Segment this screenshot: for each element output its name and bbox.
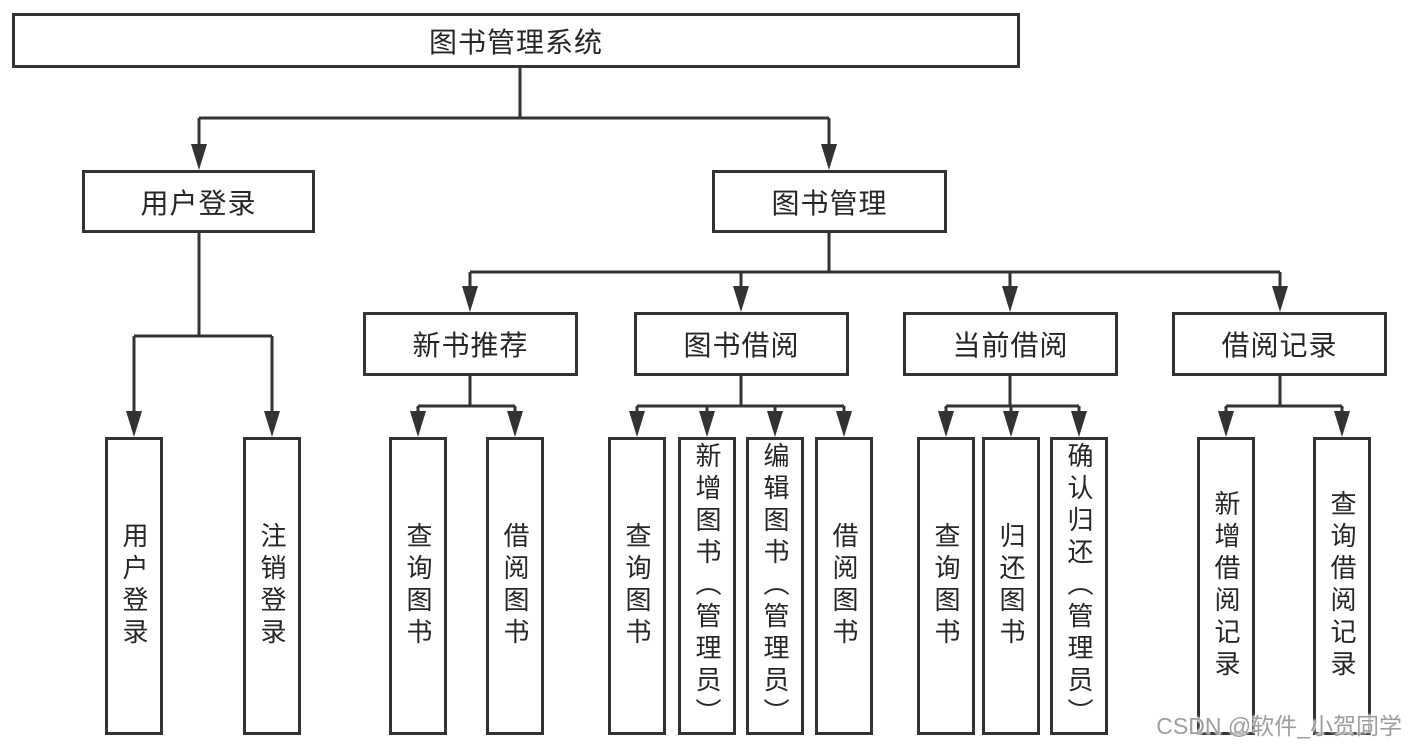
node-leaf-query-borrow-record: 查询借阅记录: [1313, 437, 1371, 735]
node-book-borrowing: 图书借阅: [634, 312, 849, 376]
node-leaf-borrow-books-borrowing: 借阅图书: [815, 437, 873, 735]
node-new-book-recommendation: 新书推荐: [363, 312, 578, 376]
node-leaf-query-books-borrowing: 查询图书: [608, 437, 666, 735]
node-current-borrowing: 当前借阅: [903, 312, 1118, 376]
node-leaf-return-books: 归还图书: [982, 437, 1040, 735]
node-leaf-borrow-books-recommend: 借阅图书: [486, 437, 544, 735]
node-leaf-logout: 注销登录: [243, 437, 301, 735]
node-borrowing-records: 借阅记录: [1172, 312, 1387, 376]
node-root-library-management-system: 图书管理系统: [12, 13, 1020, 68]
node-leaf-add-borrow-record: 新增借阅记录: [1197, 437, 1255, 735]
node-leaf-query-books-recommend: 查询图书: [389, 437, 447, 735]
node-leaf-confirm-return-admin: 确认归还（管理员）: [1050, 437, 1108, 735]
csdn-watermark: CSDN @软件_小贺同学: [1156, 713, 1402, 739]
node-leaf-query-books-current: 查询图书: [917, 437, 975, 735]
node-leaf-user-login: 用户登录: [105, 437, 163, 735]
node-leaf-add-book-admin: 新增图书（管理员）: [678, 437, 736, 735]
node-book-management: 图书管理: [712, 170, 947, 233]
node-user-login: 用户登录: [82, 170, 315, 233]
node-leaf-edit-book-admin: 编辑图书（管理员）: [746, 437, 804, 735]
